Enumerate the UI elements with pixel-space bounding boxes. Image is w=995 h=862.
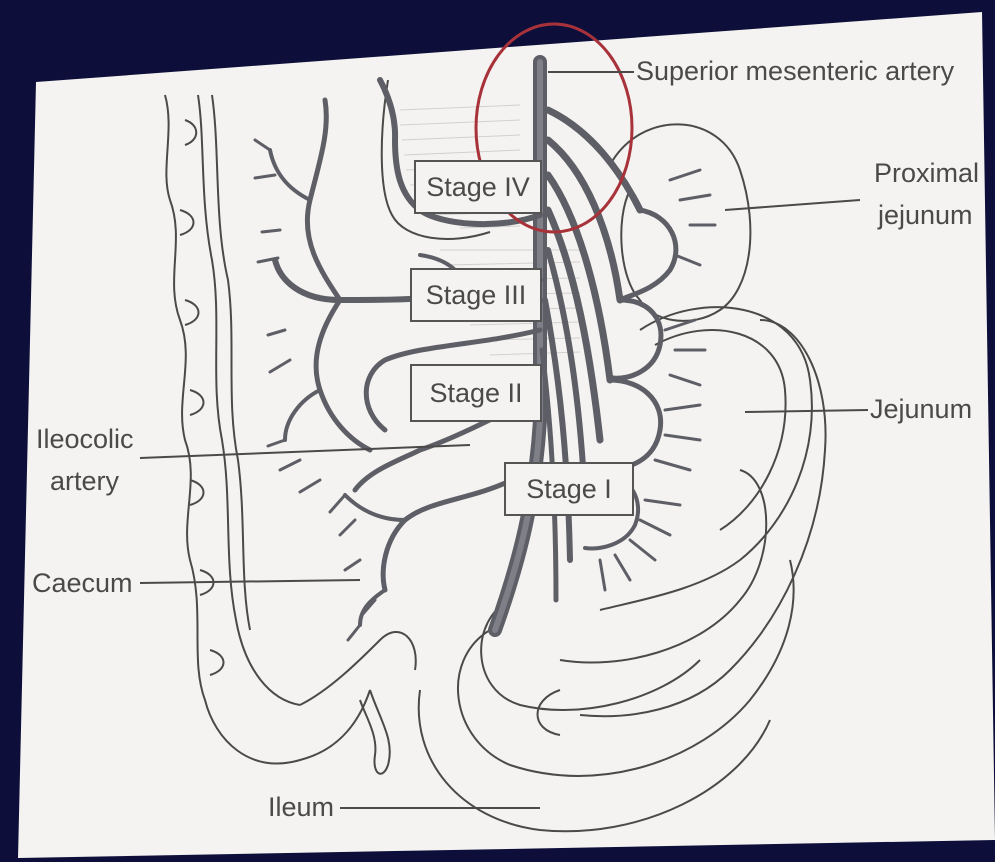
stage-iv-box: Stage IV [414,160,542,214]
label-caecum: Caecum [32,568,133,599]
label-jejunum: Jejunum [870,394,972,425]
label-superior-mesenteric-artery: Superior mesenteric artery [636,56,954,87]
label-ileocolic-line1: Ileocolic [36,424,134,455]
label-proximal-jejunum-line2: jejunum [878,200,973,231]
label-ileocolic-line2: artery [50,466,119,497]
label-proximal-jejunum-line1: Proximal [874,158,979,189]
stage-ii-box: Stage II [410,364,542,422]
label-ileum: Ileum [268,792,334,823]
slide-panel [18,12,995,858]
stage-i-box: Stage I [504,462,634,516]
stage-iii-box: Stage III [410,268,542,322]
